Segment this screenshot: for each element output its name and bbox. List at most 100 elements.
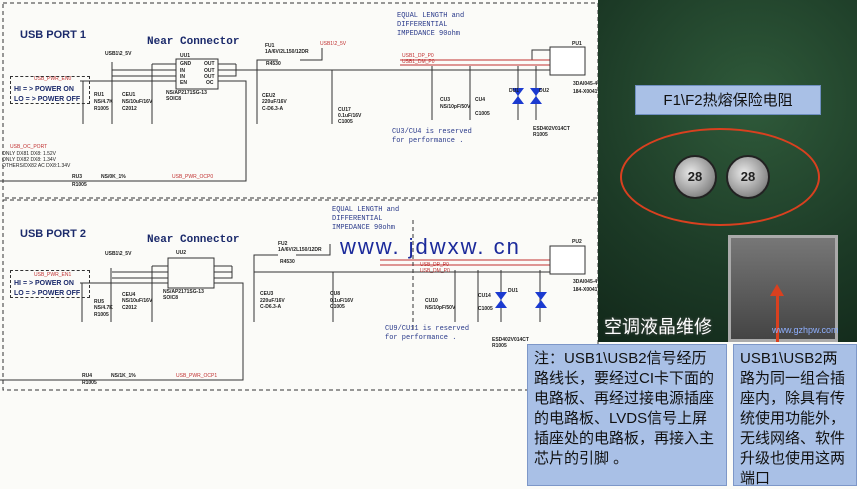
- port2-fuse-val: 1A/6V/2L150/12DR: [278, 247, 322, 253]
- c-val: 0.1uF/16V: [338, 113, 362, 119]
- esd-part: ESD402V014CT: [492, 337, 529, 343]
- mode-hi: HI = > POWER ON: [14, 86, 74, 93]
- wechat-watermark: 空调液晶维修: [604, 317, 712, 337]
- conn-ref: PU1: [572, 41, 582, 47]
- r-pkg: R1005: [72, 182, 87, 188]
- arrow-shaft: [776, 292, 779, 342]
- ic-pin: EN: [180, 80, 187, 86]
- diode-ref: DU2: [539, 88, 550, 94]
- port1-vout: USB1\2_5V: [320, 41, 347, 47]
- c-val: 0.1uF/16V: [330, 298, 354, 304]
- port2-near-connector: Near Connector: [147, 234, 240, 246]
- r-val: NS/0K_1%: [101, 174, 126, 180]
- conn-ref: PU2: [572, 239, 582, 245]
- port1-mode-box: HI = > POWER ON LO = > POWER OFF: [10, 76, 90, 104]
- pcb-photo: 28 28 F1\F2热熔保险电阻: [598, 0, 857, 342]
- c-ref: CEU3: [260, 291, 274, 297]
- c-ref: CEU1: [122, 92, 136, 98]
- c-pkg: C1005: [475, 111, 490, 117]
- r-pkg: R1005: [94, 312, 109, 318]
- c-ref: CEU2: [262, 93, 276, 99]
- port1-dp-net: USB1_DP_P0: [402, 53, 434, 59]
- c-pkg: C-D6.3-A: [260, 304, 282, 310]
- c-ref: CU4: [475, 97, 486, 103]
- c-pkg: C1005: [478, 306, 493, 312]
- c-val: NS/10pF/50V: [425, 305, 456, 311]
- esd-part: ESD402V014CT: [533, 126, 570, 132]
- c-val: NS/10pF/50V: [440, 104, 471, 110]
- c-val: NS/10uF/16V: [122, 298, 153, 304]
- diode-ref: DU1: [508, 288, 519, 294]
- schematic-wires: [0, 2, 599, 391]
- port2-dp-net: USB_DP_P0: [420, 262, 449, 268]
- r-ref: RU5: [94, 299, 105, 305]
- ic-pin: OUT: [204, 74, 215, 80]
- port1-ic-part: NS/AP2171SG-13: [166, 90, 207, 96]
- port1-ic-pkg: SOIC8: [166, 96, 182, 102]
- c-pkg: C2012: [122, 305, 137, 311]
- c-val: NS/10uF/16V: [122, 99, 153, 105]
- port1-oc-net: USB_OC_PORT: [10, 144, 48, 150]
- port2-reserved-note: CU9/CU11 is reserved for performance .: [385, 325, 470, 342]
- port2-fuse-pkg: R4530: [280, 259, 295, 265]
- port2-eq-note: EQUAL LENGTH and DIFFERENTIAL IMPEDANCE …: [332, 206, 400, 232]
- oc-note: ONLY DX81 DX8: 1.52V: [2, 151, 57, 157]
- conn-part: 3DAI045-4: [573, 279, 598, 285]
- r-pkg: R1005: [94, 106, 109, 112]
- fuse-component: 28: [673, 155, 717, 199]
- note-signal-path: 注：USB1\USB2信号经历路线长，要经过CI卡下面的电路板、再经过接电源插座…: [527, 344, 727, 486]
- ic-pin: OC: [206, 80, 214, 86]
- diode-ref: DU1: [509, 88, 520, 94]
- ic-pin: OUT: [204, 68, 215, 74]
- port1-eq-note: EQUAL LENGTH and DIFFERENTIAL IMPEDANCE …: [397, 12, 465, 38]
- fuse-component: 28: [726, 155, 770, 199]
- esd-pkg: R1005: [492, 343, 507, 349]
- r-val: NS/4.7K: [94, 99, 113, 105]
- mode-hi: HI = > POWER ON: [14, 280, 74, 287]
- c-ref: CEU4: [122, 292, 136, 298]
- port1-dm-net: USB1_DM_P0: [402, 59, 435, 65]
- r-val: NS/4.7K: [94, 305, 113, 311]
- mode-lo: LO = > POWER OFF: [14, 96, 81, 103]
- conn-code: 184-X0041: [573, 89, 598, 95]
- port1-fuse: FU1: [265, 43, 275, 49]
- highlight-ellipse: [620, 128, 820, 226]
- c-ref: CU14: [478, 293, 491, 299]
- port1-title: USB PORT 1: [20, 29, 87, 41]
- conn-part: 3DAI045-4: [573, 81, 598, 87]
- port2-ocp-net: USB_PWR_OCP1: [176, 373, 218, 379]
- c-pkg: C2012: [122, 106, 137, 112]
- c-ref: CU8: [330, 291, 341, 297]
- c-pkg: C1005: [338, 119, 353, 125]
- port1-fuse-val: 1A/6V/2L150/12DR: [265, 49, 309, 55]
- port2-ic-part: NS/AP2171SG-13: [163, 289, 204, 295]
- port2-ic: UU2: [176, 250, 187, 256]
- port1-fuse-pkg: R4530: [266, 61, 281, 67]
- c-pkg: C-D6.3-A: [262, 106, 284, 112]
- c-ref: CU3: [440, 97, 451, 103]
- port1-reserved-note: CU3/CU4 is reserved for performance .: [392, 128, 472, 145]
- port1-ocp-net: USB_PWR_OCP0: [172, 174, 214, 180]
- mode-lo: LO = > POWER OFF: [14, 290, 81, 297]
- oc-note: OTHERS/DX82 AC DX8:1.34V: [2, 163, 71, 169]
- port1-near-connector: Near Connector: [147, 36, 240, 48]
- port2-fuse: FU2: [278, 241, 288, 247]
- port2-dm-net: USB_DM_P0: [420, 268, 450, 274]
- port2-ic-pkg: SOIC8: [163, 295, 179, 301]
- c-ref: CU17: [338, 107, 351, 113]
- conn-code: 184-X0041: [573, 287, 598, 293]
- port2-title: USB PORT 2: [20, 228, 87, 240]
- port1-vcc: USB1\2_5V: [105, 51, 132, 57]
- c-pkg: C1005: [330, 304, 345, 310]
- port1-enable-net: USB_PWR_EN0: [34, 76, 72, 82]
- fuse-label: F1\F2热熔保险电阻: [635, 85, 821, 115]
- port2-mode-box: HI = > POWER ON LO = > POWER OFF: [10, 270, 90, 298]
- ic-pin: IN: [180, 68, 185, 74]
- oc-note: ONLY DX82 DX8: 1.34V: [2, 157, 57, 163]
- c-ref: CU10: [425, 298, 438, 304]
- note-usb-combo: USB1\USB2两路为同一组合插座内，除具有传统使用功能外，无线网络、软件升级…: [733, 344, 857, 487]
- ic-pin: OUT: [204, 61, 215, 67]
- port2-vcc: USB1\2_5V: [105, 251, 132, 257]
- ic-pin: IN: [180, 74, 185, 80]
- c-val: 220uF/16V: [262, 99, 287, 105]
